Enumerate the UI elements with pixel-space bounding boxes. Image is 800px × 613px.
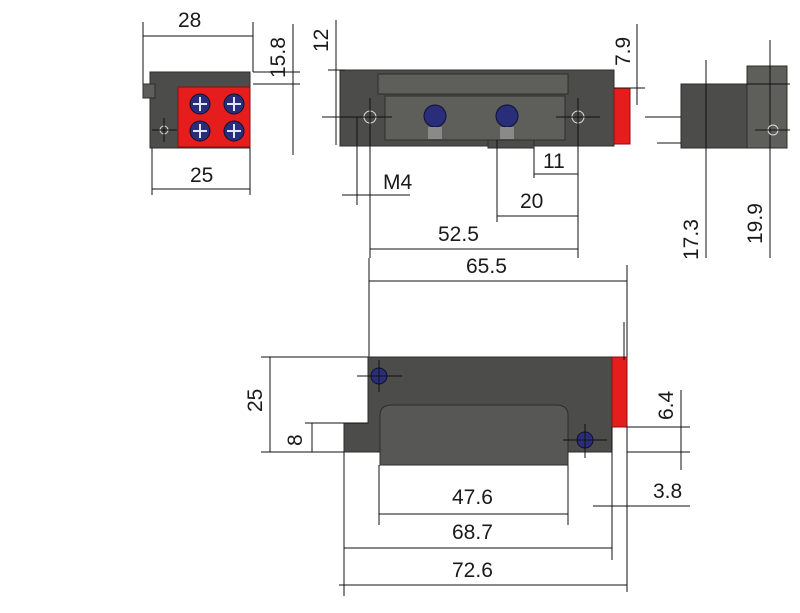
dim-11: 11 [543,150,565,173]
dim-15-8: 15.8 [267,37,290,78]
side-view-lower-tab [487,139,535,149]
right-view-body [680,83,748,149]
bottom-view-red-cap [611,356,628,428]
dim-12: 12 [310,29,333,52]
dim-25: 25 [190,164,213,187]
dim-8: 8 [284,434,307,446]
dim-19-9: 19.9 [744,203,767,244]
dim-6-4: 6.4 [655,390,678,420]
bottom-view-window [379,404,569,466]
dim-65-5: 65.5 [466,255,507,278]
dim-m4: M4 [383,171,412,194]
side-view-top-rail [377,73,569,95]
dim-47-6: 47.6 [452,486,493,509]
end-view-tab [142,83,156,99]
dim-3-8: 3.8 [653,480,682,503]
right-view-upper [746,65,788,149]
fitting-stem [500,127,514,139]
dim-20: 20 [520,190,543,213]
fitting-icon [495,104,519,128]
side-view: 12 7.9 11 20 M4 52.5 [310,20,668,258]
dim-7-9: 7.9 [612,37,635,66]
dim-28: 28 [178,9,201,32]
dim-52-5: 52.5 [438,223,479,246]
dim-17-3: 17.3 [680,219,703,260]
fitting-icon [423,104,447,128]
side-view-red-cap [613,87,631,145]
dim-72-6: 72.6 [452,559,493,582]
bottom-view: 65.5 25 8 6.4 47.6 3.8 [244,255,690,596]
right-view: 17.3 19.9 [657,40,790,260]
dim-68-7: 68.7 [452,521,493,544]
dim-25-height: 25 [244,389,267,412]
end-view: 28 15.8 25 [142,9,300,195]
fitting-stem [428,127,442,139]
side-view-valve-block [384,95,566,141]
